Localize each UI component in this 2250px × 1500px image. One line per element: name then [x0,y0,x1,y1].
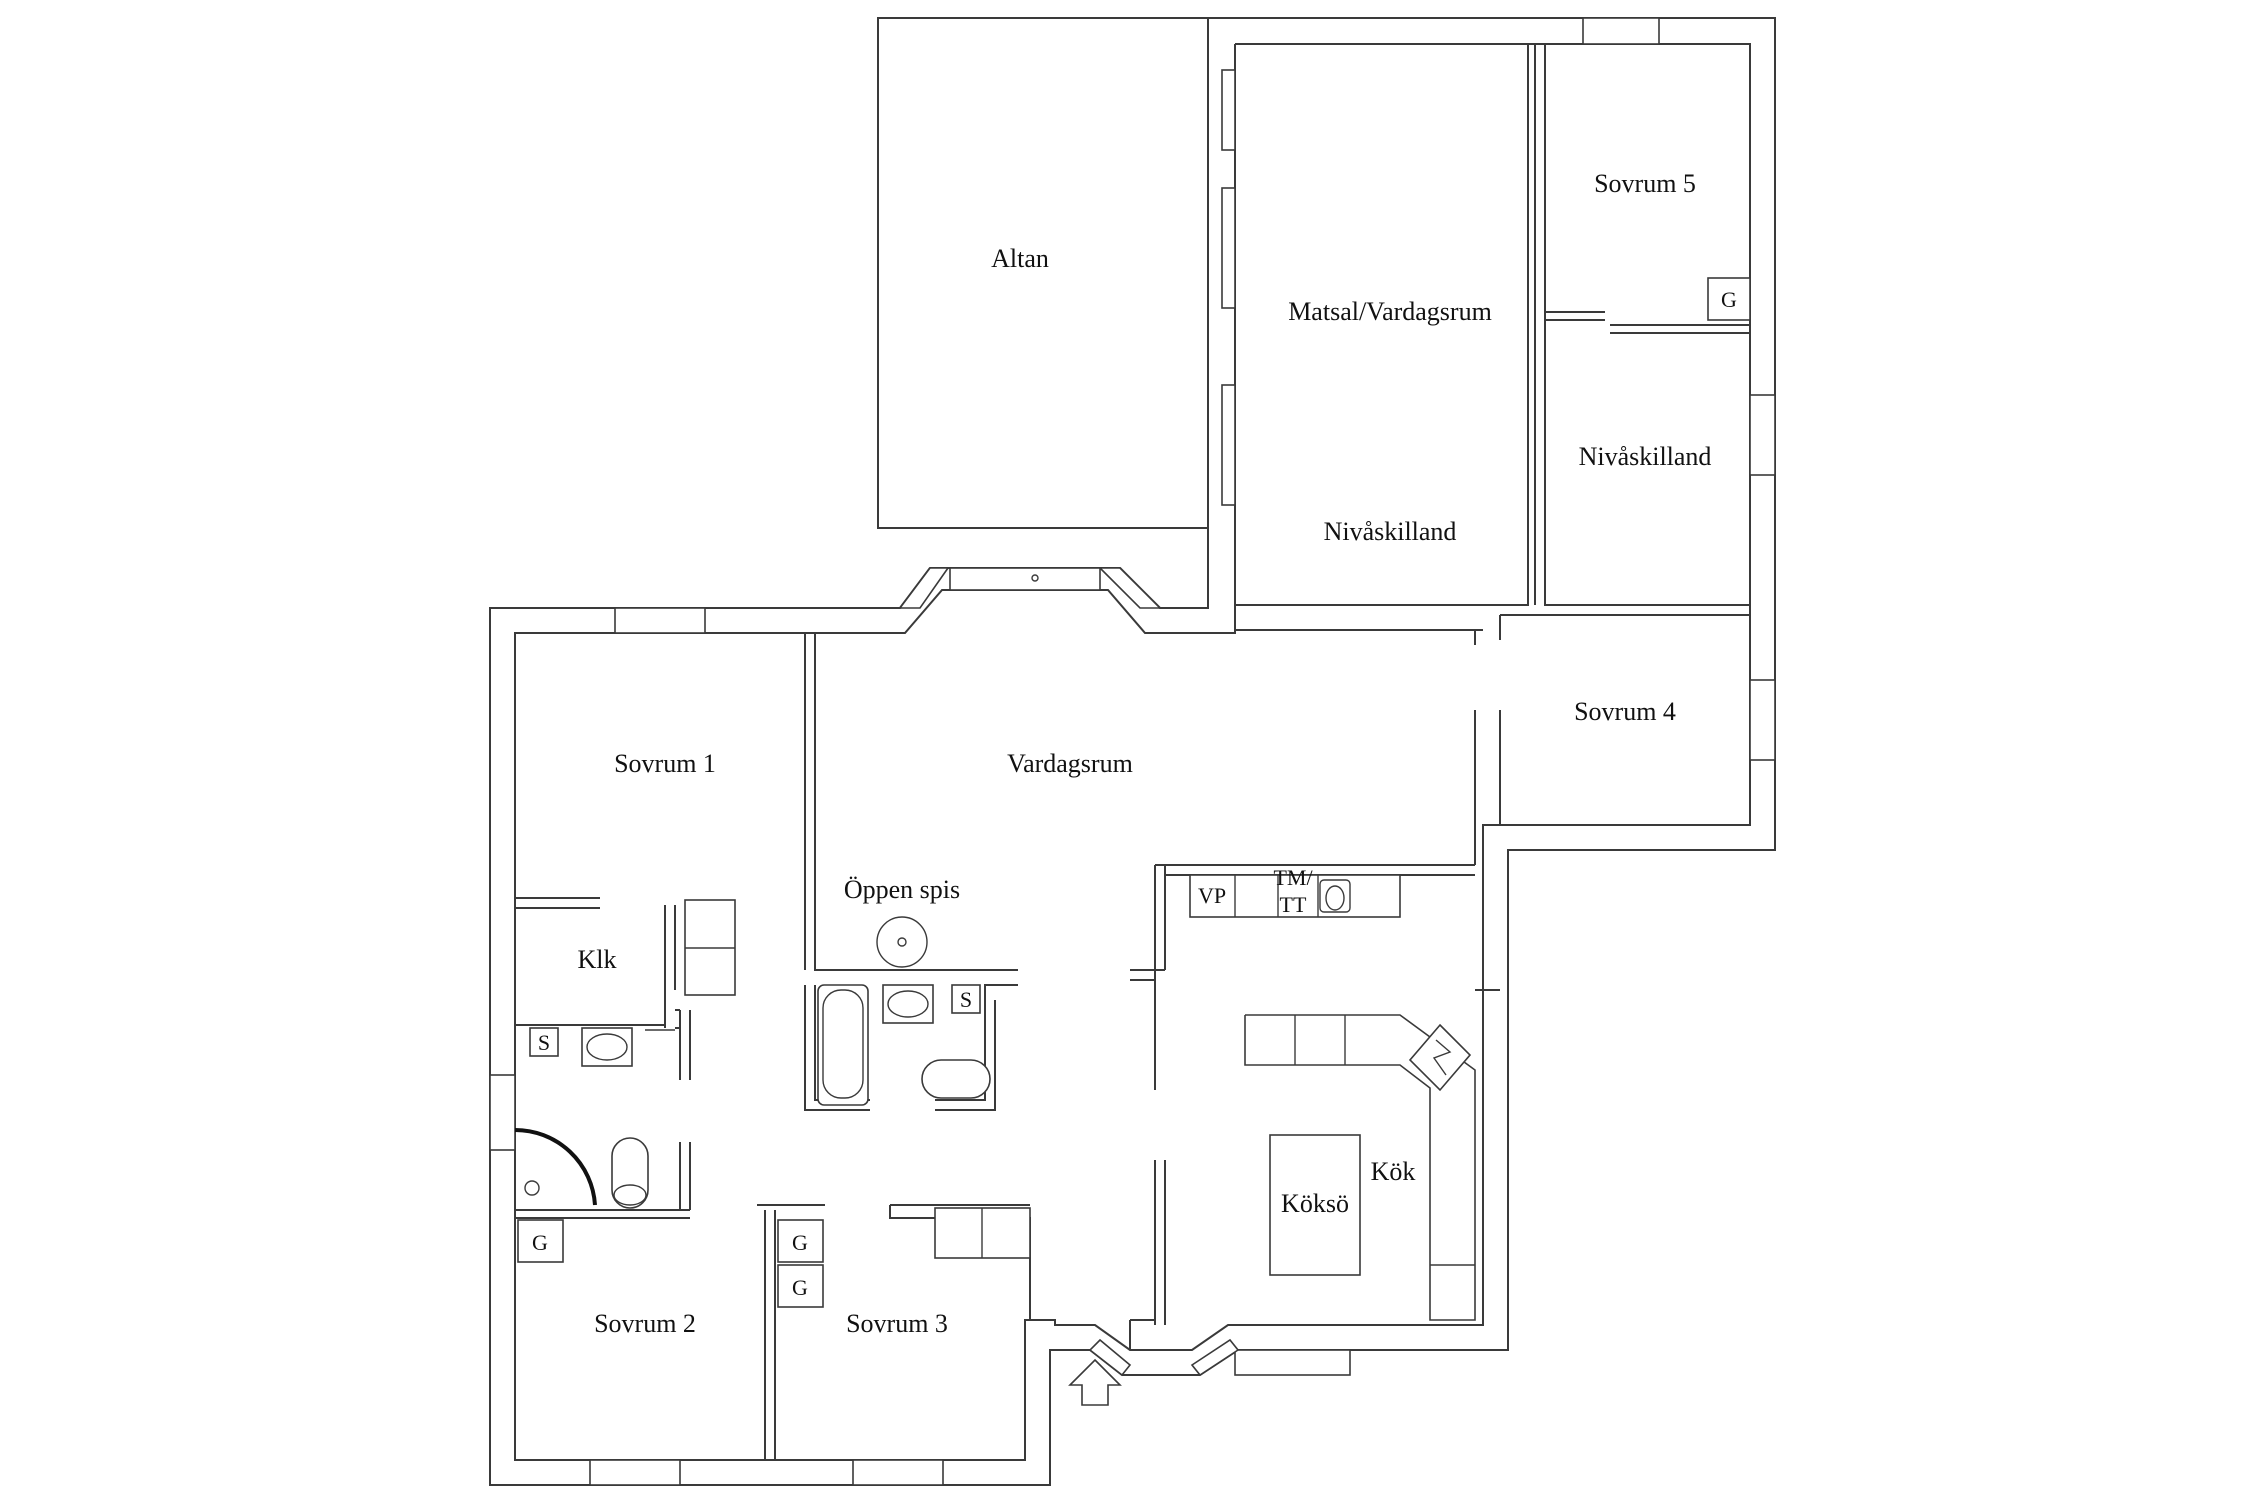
label-nivaskilland-2: Nivåskilland [1579,442,1712,471]
wardrobe-g-sovrum3b [777,1264,824,1308]
kitchen-counter-top [1189,874,1401,918]
toilet-bath2 [921,1059,991,1099]
label-vp: VP [1198,883,1226,908]
label-tt: TT [1280,892,1307,917]
label-g-sovrum3b: G [792,1275,808,1300]
windows [489,17,1776,1486]
label-sovrum1: Sovrum 1 [614,749,716,778]
bay-window-top [949,567,1101,591]
label-sovrum4: Sovrum 4 [1574,697,1676,726]
label-sovrum3: Sovrum 3 [846,1309,948,1338]
label-klk: Klk [578,945,617,974]
label-kokso: Köksö [1281,1189,1349,1218]
stove-corner [1408,1023,1472,1092]
label-g-sovrum5: G [1721,287,1737,312]
label-sovrum2: Sovrum 2 [594,1309,696,1338]
fixtures [514,277,1751,1406]
kitchen-counter-l [1244,1014,1476,1321]
shower-box-s2 [951,984,981,1014]
wardrobe-g-sovrum2 [517,1219,564,1263]
shower-arc [514,1127,597,1206]
label-matsal: Matsal/Vardagsrum [1288,297,1492,326]
kitchen-island [1269,1134,1361,1276]
label-vardagsrum: Vardagsrum [1007,749,1133,778]
label-nivaskilland-1: Nivåskilland [1324,517,1457,546]
label-g-sovrum3a: G [792,1230,808,1255]
fireplace-circle [876,916,928,968]
wardrobe-g-sovrum5 [1707,277,1751,321]
label-sovrum5: Sovrum 5 [1594,169,1696,198]
label-tm: TM/ [1273,865,1313,890]
label-altan: Altan [991,244,1049,273]
label-s1: S [538,1030,550,1055]
toilet-bath1 [611,1137,649,1209]
bathtub [817,984,869,1106]
fixture-labels: VP TM/ TT S S G G G G [532,287,1737,1300]
label-oppen-spis: Öppen spis [844,875,960,904]
shower-box-s1 [529,1027,559,1057]
room-labels: Altan Matsal/Vardagsrum Nivåskilland Sov… [578,169,1712,1338]
label-s2: S [960,987,972,1012]
entrance-arrow-icon [1068,1358,1122,1406]
altan-outline [877,17,1209,529]
label-g-sovrum2: G [532,1230,548,1255]
label-kok: Kök [1371,1157,1416,1186]
wardrobe-g-sovrum3a [777,1219,824,1263]
